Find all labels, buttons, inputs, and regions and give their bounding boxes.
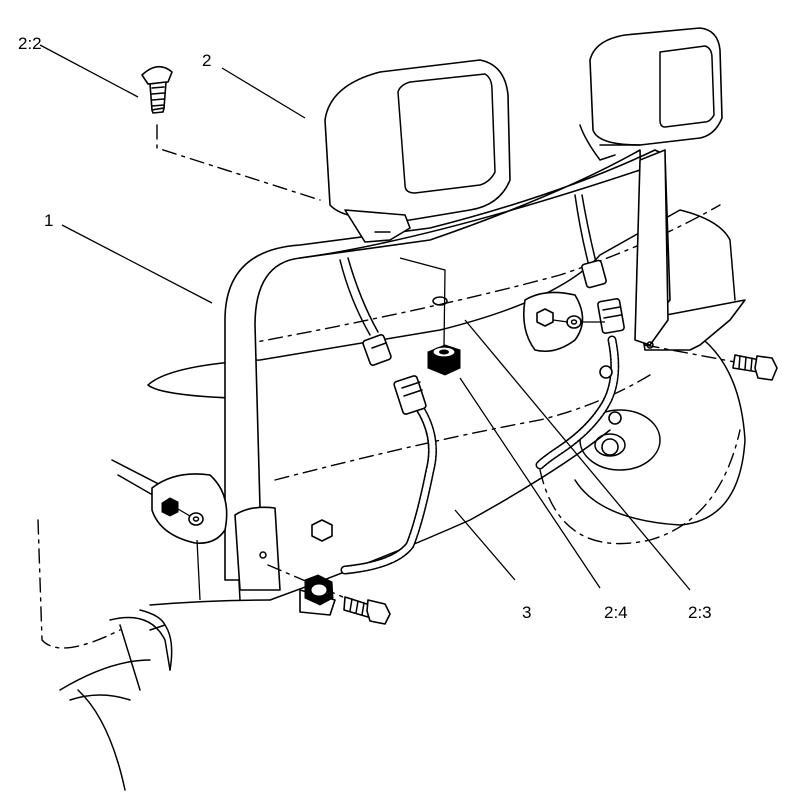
work-light-left <box>324 59 511 243</box>
light-bar-frame <box>224 149 671 616</box>
flange-bolt-right <box>644 341 778 381</box>
callout-2-2: 2:2 <box>18 34 42 53</box>
nut-and-washer-right <box>522 291 605 353</box>
leader-lines <box>39 44 691 591</box>
lock-nut <box>427 344 461 376</box>
hex-nut-deck <box>311 519 333 542</box>
nut-and-washer-left <box>151 473 228 601</box>
work-light-right <box>579 27 723 161</box>
flange-bolt-lower <box>267 564 391 625</box>
callout-2-4: 2:4 <box>604 603 628 622</box>
callout-3: 3 <box>522 603 532 622</box>
light-pigtails <box>339 194 607 366</box>
callout-1: 1 <box>44 211 54 230</box>
wire-harness <box>340 298 625 575</box>
carriage-bolt <box>141 65 173 114</box>
bolt-centerline <box>156 124 321 201</box>
front-fender <box>37 519 173 791</box>
flat-washer <box>432 296 448 306</box>
callout-2: 2 <box>202 51 212 70</box>
callout-2-3: 2:3 <box>688 603 712 622</box>
nut-centerline <box>399 257 446 346</box>
